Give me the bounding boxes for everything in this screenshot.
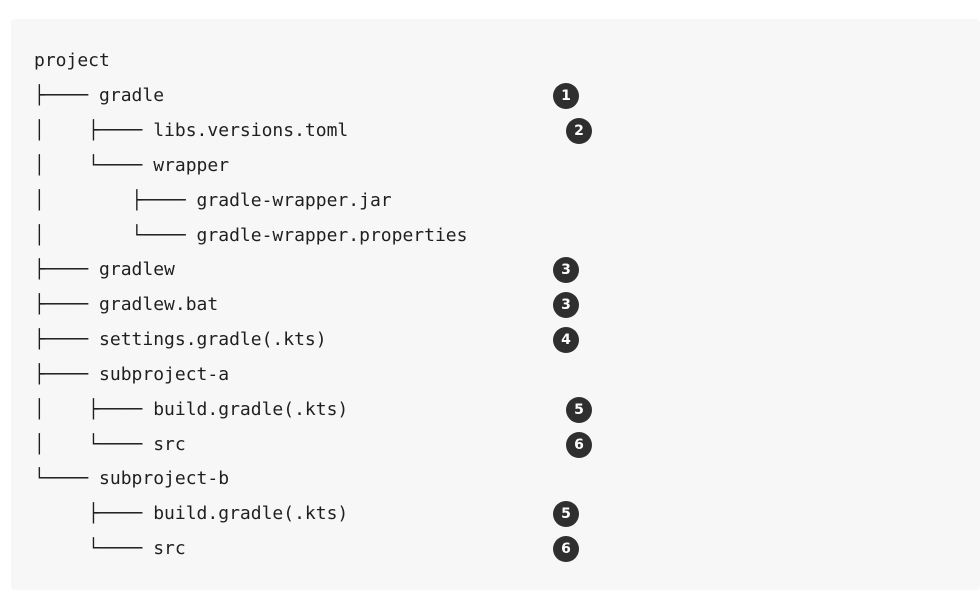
tree-item-gradlew: ├──── gradlew — [34, 259, 175, 280]
callout-badge-6-subproject-b: 6 — [553, 536, 579, 562]
tree-item-libs-versions-toml: │ ├──── libs.versions.toml — [34, 120, 349, 141]
tree-item-gradle-wrapper-properties: │ └──── gradle-wrapper.properties — [34, 225, 468, 246]
tree-item-gradle-wrapper-jar: │ ├──── gradle-wrapper.jar — [34, 190, 392, 211]
callout-badge-1: 1 — [553, 83, 579, 109]
tree-root-project: project — [34, 50, 110, 71]
code-block — [11, 19, 980, 590]
callout-badge-3-gradlew-bat: 3 — [553, 292, 579, 318]
callout-badge-4: 4 — [553, 327, 579, 353]
callout-badge-6-subproject-a: 6 — [566, 432, 592, 458]
tree-item-settings-gradle: ├──── settings.gradle(.kts) — [34, 329, 327, 350]
tree-item-subproject-a: ├──── subproject-a — [34, 364, 230, 385]
tree-item-gradlew-bat: ├──── gradlew.bat — [34, 294, 219, 315]
tree-item-subproject-b: └──── subproject-b — [34, 468, 230, 489]
tree-item-subproject-b-build-gradle: ├──── build.gradle(.kts) — [34, 503, 349, 524]
tree-item-subproject-a-src: │ └──── src — [34, 434, 186, 455]
tree-item-gradle: ├──── gradle — [34, 85, 165, 106]
callout-badge-3-gradlew: 3 — [553, 257, 579, 283]
tree-item-subproject-b-src: └──── src — [34, 538, 186, 559]
callout-badge-2: 2 — [566, 118, 592, 144]
tree-item-subproject-a-build-gradle: │ ├──── build.gradle(.kts) — [34, 399, 349, 420]
callout-badge-5-subproject-b: 5 — [553, 501, 579, 527]
callout-badge-5-subproject-a: 5 — [566, 397, 592, 423]
tree-item-wrapper: │ └──── wrapper — [34, 155, 230, 176]
